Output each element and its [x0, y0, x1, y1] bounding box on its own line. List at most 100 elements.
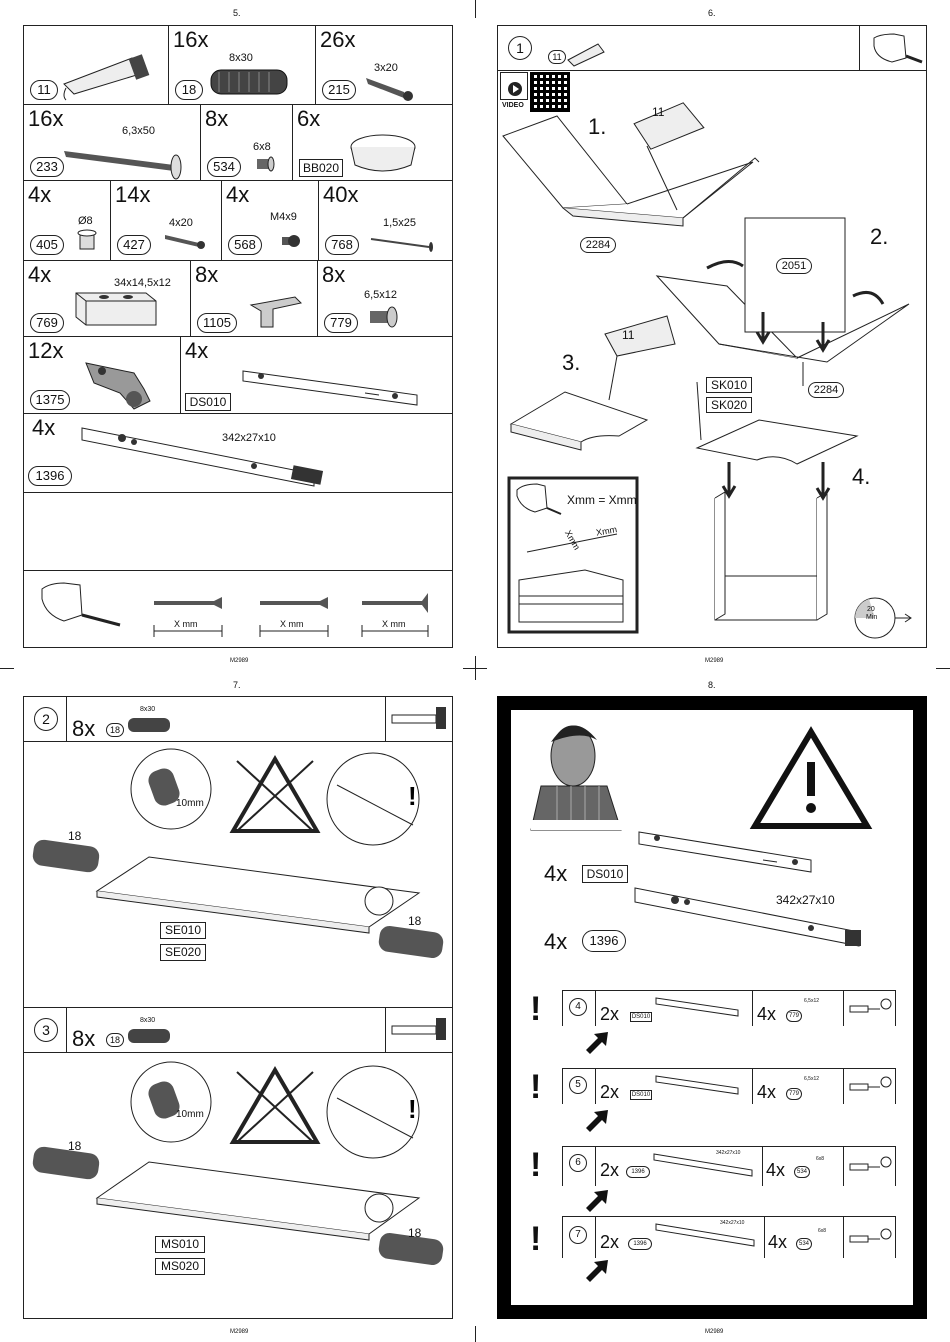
part-ref: 18: [68, 829, 82, 843]
page-number: 6.: [708, 8, 716, 18]
part-quantity: 4x: [32, 415, 56, 440]
screw-length-label: X mm: [174, 619, 198, 629]
panel-id: MS020: [155, 1258, 205, 1275]
document-code: M2989: [230, 1329, 249, 1335]
part-quantity: 2x: [600, 1160, 620, 1180]
screw-length-label: X mm: [280, 619, 304, 629]
part-quantity: 40x: [323, 182, 359, 207]
mini-step-number-cell: [562, 990, 596, 1026]
tool-cell: [385, 696, 453, 742]
part-dimension: 8x30: [140, 1017, 156, 1024]
drawer-runner-icon: [242, 370, 418, 406]
exclamation-icon: !: [530, 1068, 542, 1106]
video-label: VIDEO: [502, 102, 524, 109]
part-id: 18: [175, 80, 203, 100]
hammer-icon: [391, 1018, 446, 1040]
drawer-runner-icon: [81, 427, 324, 487]
panel-id: 2284: [580, 237, 616, 253]
substep-label: 2.: [870, 224, 889, 249]
part-id: 427: [117, 235, 151, 255]
panel-id: 2284: [808, 382, 844, 398]
substep-label: 4.: [852, 464, 871, 489]
glue-tube-icon: [567, 43, 605, 67]
block-icon: [75, 292, 157, 326]
part-id: 534: [207, 157, 241, 177]
part-id: 405: [30, 235, 64, 255]
mini-step-parts-cell: [762, 1146, 844, 1186]
part-id: DS010: [630, 1090, 652, 1100]
part-id: 1396: [628, 1238, 652, 1250]
part-dimension: 6x8: [816, 1156, 825, 1162]
part-cell-1105: 8x 1105: [190, 260, 318, 337]
part-dimension: 6,5x12: [804, 998, 820, 1004]
glue-id-label: 11: [622, 328, 635, 342]
step-number: 6: [569, 1154, 587, 1172]
part-quantity: 4x: [757, 1082, 777, 1102]
part-quantity: 4x: [544, 861, 568, 886]
part-cell-233: 16x 6,3x50 233: [23, 104, 201, 181]
step-number: 3: [34, 1018, 58, 1042]
part-quantity: 4x: [768, 1232, 788, 1252]
video-play-icon[interactable]: [500, 72, 528, 100]
part-id: 233: [30, 157, 64, 177]
dowel-depth-label: 10mm: [176, 1109, 204, 1120]
part-cell-215: 26x 3x20 215: [315, 25, 453, 105]
hinge-icon: [85, 362, 151, 410]
part-quantity: 8x: [72, 716, 96, 741]
part-cell-779: 8x 6,5x12 779: [317, 260, 453, 337]
screw-icon: [257, 156, 275, 172]
crop-mark: [475, 656, 476, 680]
document-code: M2989: [230, 658, 249, 664]
part-dimension: 342x27x10: [716, 1150, 741, 1156]
mini-step-number-cell: [562, 1146, 596, 1186]
part-cell-405: 4x Ø8 405: [23, 180, 111, 261]
arrow-icon: [586, 1190, 608, 1212]
part-dimension: 4x20: [169, 217, 193, 229]
crop-mark: [936, 668, 950, 669]
part-id: 18: [106, 1033, 124, 1047]
part-id: DS010: [185, 393, 231, 411]
screwdriver-icon: [849, 1076, 892, 1091]
mini-step-parts-cell: [752, 1068, 844, 1104]
part-dimension: 1,5x25: [383, 217, 417, 229]
part-quantity: 4x: [757, 1004, 777, 1024]
part-id: 215: [322, 80, 356, 100]
part-id: 1396: [28, 466, 72, 486]
crop-mark: [0, 668, 14, 669]
substep-label: 1.: [588, 114, 607, 139]
part-cell-BB020: 6x BB020: [292, 104, 453, 181]
nail-icon: [370, 238, 433, 252]
arrow-icon: [586, 1110, 608, 1132]
exclamation-icon: !: [530, 990, 542, 1028]
dowel-depth-label: 10mm: [176, 798, 204, 809]
part-id: 779: [786, 1088, 802, 1100]
svg-text:!: !: [408, 1094, 417, 1124]
panel-id: SK020: [706, 397, 752, 413]
step-number-cell: [23, 696, 67, 742]
part-id: 534: [794, 1166, 810, 1178]
panel-id: SE020: [160, 944, 206, 961]
part-cell-427: 14x 4x20 427: [110, 180, 222, 261]
panel-id: SE010: [160, 922, 206, 939]
panel-id: 2051: [776, 258, 812, 274]
part-quantity: 4x: [226, 182, 250, 207]
part-quantity: 14x: [115, 182, 151, 207]
page-number: 7.: [233, 680, 241, 690]
screw-icon: [370, 306, 398, 328]
mini-step-parts-cell: [752, 990, 844, 1026]
part-quantity: 4x: [544, 929, 568, 954]
glue-part-id: 11: [548, 50, 566, 64]
part-dimension: 6,3x50: [122, 125, 156, 137]
tool-cell: [385, 1007, 453, 1053]
exclamation-icon: !: [530, 1146, 542, 1184]
part-id: 779: [324, 313, 358, 333]
part-quantity: 16x: [28, 106, 64, 131]
assembly-diagram: [502, 102, 912, 639]
page-number: 5.: [233, 8, 241, 18]
screw-icon: [165, 235, 205, 249]
part-dimension: 8x30: [140, 706, 156, 713]
part-id: 11: [30, 80, 58, 100]
qr-code[interactable]: [530, 72, 570, 112]
part-id: 769: [30, 313, 64, 333]
part-quantity: 6x: [297, 106, 321, 131]
